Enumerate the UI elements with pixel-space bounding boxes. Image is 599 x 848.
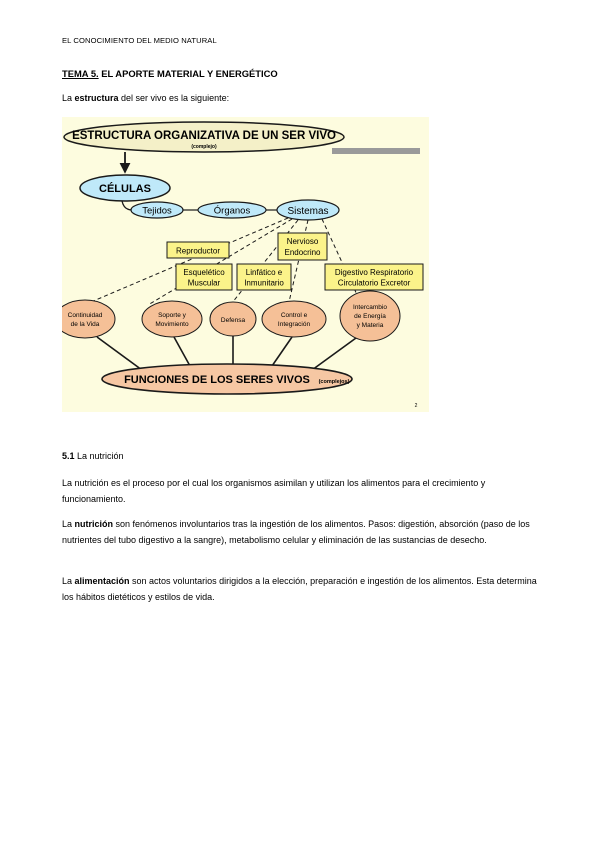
function-connectors bbox=[96, 336, 357, 371]
digestivo-line2: Circulatorio Excretor bbox=[338, 279, 411, 288]
nervioso-line2: Endocrino bbox=[284, 248, 321, 257]
title-text: EL APORTE MATERIAL Y ENERGÉTICO bbox=[98, 68, 278, 79]
digestivo-line1: Digestivo Respiratorio bbox=[335, 268, 414, 277]
running-header: EL CONOCIMIENTO DEL MEDIO NATURAL bbox=[62, 36, 217, 45]
tissues-label: Tejidos bbox=[142, 206, 172, 217]
function-intercambio-line3: y Materia bbox=[357, 322, 384, 329]
function-oval-continuidad bbox=[62, 299, 116, 339]
cells-oval bbox=[79, 174, 171, 202]
function-oval-intercambio bbox=[339, 290, 401, 342]
intro-bold: estructura bbox=[74, 93, 119, 103]
function-control-line1: Control e bbox=[281, 312, 308, 319]
paragraph-3: La alimentación son actos voluntarios di… bbox=[62, 573, 542, 605]
esqueletico-box bbox=[175, 263, 233, 291]
function-continuidad-line2: de la Vida bbox=[71, 321, 100, 328]
esqueletico-line2: Muscular bbox=[188, 279, 221, 288]
intro-pre: La bbox=[62, 93, 75, 103]
function-intercambio-line2: de Energía bbox=[354, 313, 386, 320]
reproductor-label: Reproductor bbox=[176, 247, 220, 256]
diagram-svg: ESTRUCTURA ORGANIZATIVA DE UN SER VIVO (… bbox=[62, 121, 424, 409]
top-title: ESTRUCTURA ORGANIZATIVA DE UN SER VIVO bbox=[72, 130, 336, 142]
nervioso-box bbox=[277, 232, 328, 261]
p2-pre: La bbox=[62, 519, 75, 529]
organs-label: Órganos bbox=[214, 206, 251, 217]
top-subtitle: (complejo) bbox=[191, 144, 217, 150]
intro-post: del ser vivo es la siguiente: bbox=[118, 93, 230, 103]
function-continuidad-line1: Continuidad bbox=[68, 312, 103, 319]
section-title: La nutrición bbox=[74, 451, 124, 461]
systems-label: Sistemas bbox=[287, 206, 328, 217]
function-soporte-line2: Movimiento bbox=[155, 321, 189, 328]
section-heading: 5.1 La nutrición bbox=[62, 451, 124, 461]
section-number: 5.1 bbox=[62, 451, 75, 461]
top-title-oval bbox=[63, 121, 345, 153]
bottom-subtitle: (complejos) bbox=[319, 379, 350, 385]
cells-label: CÉLULAS bbox=[99, 182, 151, 195]
p3-bold: alimentación bbox=[74, 576, 130, 586]
paragraph-1: La nutrición es el proceso por el cual l… bbox=[62, 478, 486, 504]
linfatico-line2: Inmunitario bbox=[244, 279, 284, 288]
page-title: TEMA 5. EL APORTE MATERIAL Y ENERGÉTICO bbox=[62, 68, 278, 79]
p3-post: son actos voluntarios dirigidos a la ele… bbox=[62, 576, 537, 602]
function-oval-control bbox=[261, 300, 327, 338]
slide-number: 2 bbox=[415, 403, 418, 409]
function-oval-soporte bbox=[141, 300, 203, 338]
nervioso-line1: Nervioso bbox=[287, 237, 319, 246]
intro-line: La estructura del ser vivo es la siguien… bbox=[62, 93, 229, 103]
structure-diagram: ESTRUCTURA ORGANIZATIVA DE UN SER VIVO (… bbox=[62, 117, 429, 412]
title-number: TEMA 5. bbox=[62, 68, 99, 79]
bottom-title-oval bbox=[101, 363, 353, 395]
linfatico-box bbox=[236, 263, 292, 291]
cells-to-tissues-line bbox=[121, 200, 133, 211]
decorative-bar bbox=[332, 148, 420, 154]
dashed-connectors bbox=[83, 217, 360, 306]
p2-bold: nutrición bbox=[74, 519, 114, 529]
p3-pre: La bbox=[62, 576, 75, 586]
function-intercambio-line1: Intercambio bbox=[353, 304, 387, 311]
reproductor-box bbox=[166, 241, 230, 259]
linfatico-line1: Linfático e bbox=[246, 268, 283, 277]
function-defensa-label: Defensa bbox=[221, 317, 246, 324]
esqueletico-line1: Esquelético bbox=[183, 268, 225, 277]
digestivo-box bbox=[324, 263, 424, 291]
function-soporte-line1: Soporte y bbox=[158, 312, 187, 319]
function-control-line2: Integración bbox=[278, 321, 311, 328]
p2-post: son fenómenos involuntarios tras la inge… bbox=[62, 519, 530, 545]
bottom-title: FUNCIONES DE LOS SERES VIVOS bbox=[124, 374, 310, 386]
paragraph-2: La nutrición son fenómenos involuntarios… bbox=[62, 516, 542, 548]
